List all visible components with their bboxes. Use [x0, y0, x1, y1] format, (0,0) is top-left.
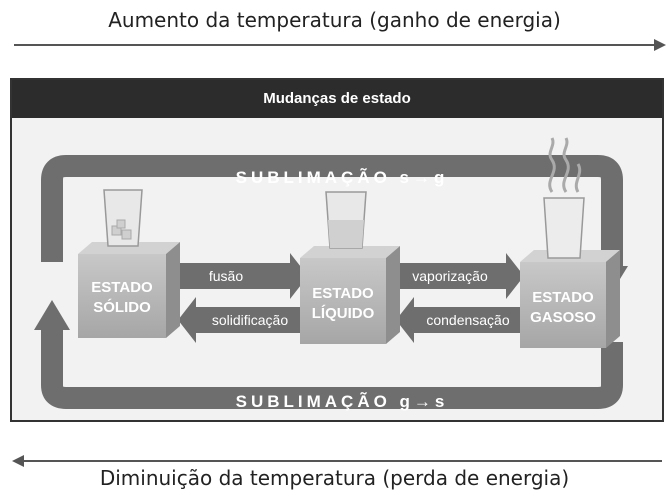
- state-change-diagram: SUBLIMAÇÃO s→g SUBLIMAÇÃO g→s fusão soli…: [34, 137, 628, 411]
- fusion-arrow: [178, 253, 308, 299]
- panel-title: Mudanças de estado: [12, 80, 662, 118]
- diagram-panel: Mudanças de estado SUBLIMAÇÃO s→g SUBLIM…: [10, 78, 664, 422]
- sublimation-bottom-arrowhead: [34, 300, 70, 330]
- water-beaker-icon: [325, 191, 367, 249]
- increase-arrow-line: [14, 44, 662, 46]
- top-caption: Aumento da temperatura (ganho de energia…: [108, 8, 561, 32]
- condensation-label: condensação: [426, 312, 510, 328]
- vaporization-label: vaporização: [412, 268, 488, 284]
- sublimation-bottom-label: SUBLIMAÇÃO g→s: [236, 391, 449, 411]
- fusion-label: fusão: [209, 268, 243, 284]
- vaporization-arrow: [396, 253, 524, 299]
- solidification-arrow: [178, 297, 308, 343]
- decrease-arrow-line: [14, 460, 662, 462]
- bottom-caption: Diminuição da temperatura (perda de ener…: [99, 466, 570, 490]
- solid-state-box: ESTADO SÓLIDO: [78, 242, 180, 338]
- condensation-arrow: [396, 297, 524, 343]
- increase-arrow-head: [654, 39, 666, 51]
- sublimation-bottom-band: [41, 328, 623, 409]
- solid-state-line1: ESTADO: [91, 279, 153, 296]
- liquid-state-box: ESTADO LÍQUIDO: [300, 246, 400, 344]
- solidification-label: solidificação: [212, 312, 288, 328]
- liquid-state-line2: LÍQUIDO: [312, 305, 375, 322]
- solid-state-line2: SÓLIDO: [93, 298, 151, 316]
- steam-beaker-icon: [543, 137, 585, 259]
- gas-state-line2: GASOSO: [530, 309, 596, 326]
- ice-beaker-icon: [103, 189, 143, 247]
- sublimation-top-band: [41, 155, 623, 268]
- sublimation-top-label: SUBLIMAÇÃO s→g: [236, 167, 449, 187]
- gas-state-box: ESTADO GASOSO: [520, 250, 620, 348]
- gas-state-line1: ESTADO: [532, 289, 594, 306]
- decrease-arrow-head: [12, 455, 24, 467]
- liquid-state-line1: ESTADO: [312, 285, 374, 302]
